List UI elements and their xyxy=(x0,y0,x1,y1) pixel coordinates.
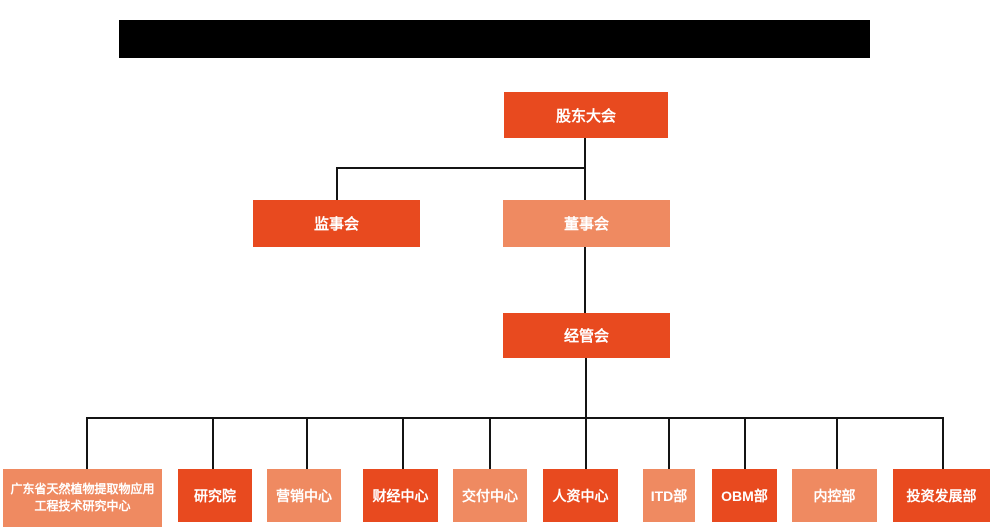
connector-dept-drop-3 xyxy=(306,417,308,469)
connector-dept-drop-2 xyxy=(212,417,214,469)
connector-dept-drop-10 xyxy=(942,417,944,469)
org-node-management-committee-label: 经管会 xyxy=(563,328,609,345)
org-node-supervisory-board: 监事会 xyxy=(253,200,420,247)
org-node-management-committee: 经管会 xyxy=(503,313,670,358)
org-node-hr-center-label: 人资中心 xyxy=(552,487,609,504)
org-node-itd-dept: ITD部 xyxy=(643,469,695,522)
connector-shareholders-down xyxy=(584,138,586,200)
org-node-finance-center-label: 财经中心 xyxy=(372,487,429,504)
org-node-itd-dept-label: ITD部 xyxy=(650,487,688,504)
org-node-internal-control-dept: 内控部 xyxy=(792,469,877,522)
org-node-obm-dept: OBM部 xyxy=(712,469,777,522)
org-node-shareholders-label: 股东大会 xyxy=(555,107,616,125)
connector-supervisory-drop xyxy=(336,167,338,200)
org-node-supervisory-board-label: 监事会 xyxy=(313,216,359,233)
org-node-delivery-center-label: 交付中心 xyxy=(462,487,518,504)
org-node-internal-control-dept-label: 内控部 xyxy=(813,487,856,504)
connector-dept-drop-7 xyxy=(668,417,670,469)
connector-bottom-horizontal xyxy=(86,417,944,419)
org-node-finance-center: 财经中心 xyxy=(363,469,438,522)
org-node-marketing-center-label: 营销中心 xyxy=(276,487,332,504)
org-node-board-of-directors-label: 董事会 xyxy=(563,216,609,233)
connector-board-management xyxy=(584,247,586,313)
org-node-investment-development-dept-label: 投资发展部 xyxy=(906,487,977,504)
org-node-obm-dept-label: OBM部 xyxy=(721,487,768,504)
org-node-board-of-directors: 董事会 xyxy=(503,200,670,247)
redacted-title-bar xyxy=(119,20,870,58)
org-node-research-institute: 研究院 xyxy=(178,469,252,522)
org-node-investment-development-dept: 投资发展部 xyxy=(893,469,990,522)
connector-dept-drop-9 xyxy=(836,417,838,469)
connector-dept-drop-5 xyxy=(489,417,491,469)
org-node-research-center-label: 广东省天然植物提取物应用工程技术研究中心 xyxy=(10,482,155,513)
connector-dept-drop-1 xyxy=(86,417,88,469)
org-node-marketing-center: 营销中心 xyxy=(267,469,341,522)
connector-dept-drop-8 xyxy=(744,417,746,469)
org-node-shareholders: 股东大会 xyxy=(504,92,668,138)
connector-management-down xyxy=(585,358,587,469)
connector-dept-drop-4 xyxy=(402,417,404,469)
org-node-delivery-center: 交付中心 xyxy=(453,469,527,522)
connector-branch-horizontal xyxy=(336,167,586,169)
org-node-hr-center: 人资中心 xyxy=(543,469,618,522)
org-node-research-center: 广东省天然植物提取物应用工程技术研究中心 xyxy=(3,469,162,527)
org-node-research-institute-label: 研究院 xyxy=(194,487,236,504)
